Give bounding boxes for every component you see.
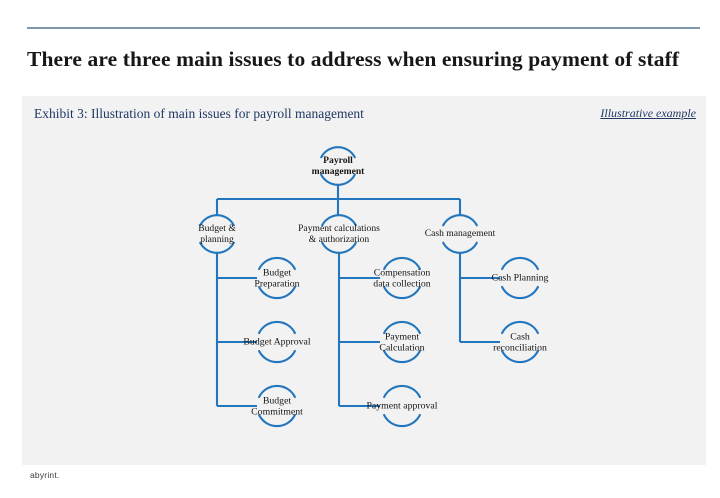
node-label-cash-planning: Cash Planning bbox=[492, 272, 549, 283]
node-label-budget-preparation-line1: Budget bbox=[263, 267, 292, 278]
node-label-payment-calculations-line2: & authorization bbox=[309, 234, 370, 245]
node-label-compensation-data-collection-line1: Compensation bbox=[374, 267, 431, 278]
arc-top-payment-approval bbox=[383, 384, 421, 399]
tree-svg: Payroll management Budget & planning Pay… bbox=[198, 146, 549, 428]
node-label-cash-reconciliation-line2: reconciliation bbox=[493, 342, 547, 353]
page-title: There are three main issues to address w… bbox=[27, 47, 680, 72]
arc-bottom-budget-planning bbox=[199, 241, 235, 254]
node-label-budget-planning-line1: Budget & bbox=[198, 223, 236, 234]
node-arcs bbox=[199, 146, 539, 428]
arc-bottom-budget-approval bbox=[258, 349, 296, 364]
arc-top-compensation-data-collection bbox=[383, 256, 421, 271]
exhibit-panel: Exhibit 3: Illustration of main issues f… bbox=[22, 96, 706, 465]
arc-top-cash-reconciliation bbox=[501, 320, 539, 335]
arc-top-payment-calculation bbox=[383, 320, 421, 335]
node-label-budget-commitment-line1: Budget bbox=[263, 395, 292, 406]
node-label-payment-calculation-line1: Payment bbox=[385, 331, 420, 342]
node-label-cash-management: Cash management bbox=[425, 228, 496, 239]
node-label-payroll-management-line2: management bbox=[312, 166, 366, 177]
arc-bottom-payment-calculations bbox=[321, 241, 357, 254]
arc-top-budget-approval bbox=[258, 320, 296, 335]
arc-top-budget-commitment bbox=[258, 384, 296, 399]
arc-bottom-budget-commitment bbox=[258, 413, 296, 428]
node-label-cash-reconciliation-line1: Cash bbox=[510, 331, 530, 342]
arc-top-budget-planning bbox=[199, 214, 235, 227]
arc-top-budget-preparation bbox=[258, 256, 296, 271]
arc-bottom-budget-preparation bbox=[258, 285, 296, 300]
illustrative-example-tag: Illustrative example bbox=[600, 106, 696, 120]
exhibit-caption: Exhibit 3: Illustration of main issues f… bbox=[34, 106, 364, 121]
node-label-budget-preparation-line2: Preparation bbox=[254, 278, 299, 289]
arc-bottom-cash-reconciliation bbox=[501, 349, 539, 364]
arc-bottom-cash-management bbox=[442, 241, 478, 254]
node-label-compensation-data-collection-line2: data collection bbox=[373, 278, 430, 289]
title-divider bbox=[27, 27, 700, 29]
arc-bottom-payroll-management bbox=[320, 173, 356, 186]
arc-bottom-payment-approval bbox=[383, 413, 421, 428]
node-label-payment-approval: Payment approval bbox=[366, 400, 437, 411]
connector-lines bbox=[215, 185, 500, 408]
arc-top-payroll-management bbox=[320, 146, 356, 159]
node-label-payment-calculation-line2: Calculation bbox=[379, 342, 424, 353]
node-labels: Payroll management Budget & planning Pay… bbox=[198, 155, 548, 417]
node-label-payment-calculations-line1: Payment calculations bbox=[298, 223, 380, 234]
arc-top-cash-planning bbox=[501, 256, 539, 271]
arc-bottom-cash-planning bbox=[501, 285, 539, 300]
arc-top-cash-management bbox=[442, 214, 478, 227]
arc-bottom-payment-calculation bbox=[383, 349, 421, 364]
node-label-budget-commitment-line2: Commitment bbox=[251, 406, 303, 417]
node-label-payroll-management-line1: Payroll bbox=[323, 155, 353, 166]
arc-bottom-compensation-data-collection bbox=[383, 285, 421, 300]
node-label-budget-approval: Budget Approval bbox=[243, 336, 310, 347]
node-label-budget-planning-line2: planning bbox=[200, 234, 234, 245]
payroll-tree-diagram: Payroll management Budget & planning Pay… bbox=[22, 130, 706, 465]
footer-brand: abyrint. bbox=[30, 470, 60, 480]
arc-top-payment-calculations bbox=[321, 214, 357, 227]
